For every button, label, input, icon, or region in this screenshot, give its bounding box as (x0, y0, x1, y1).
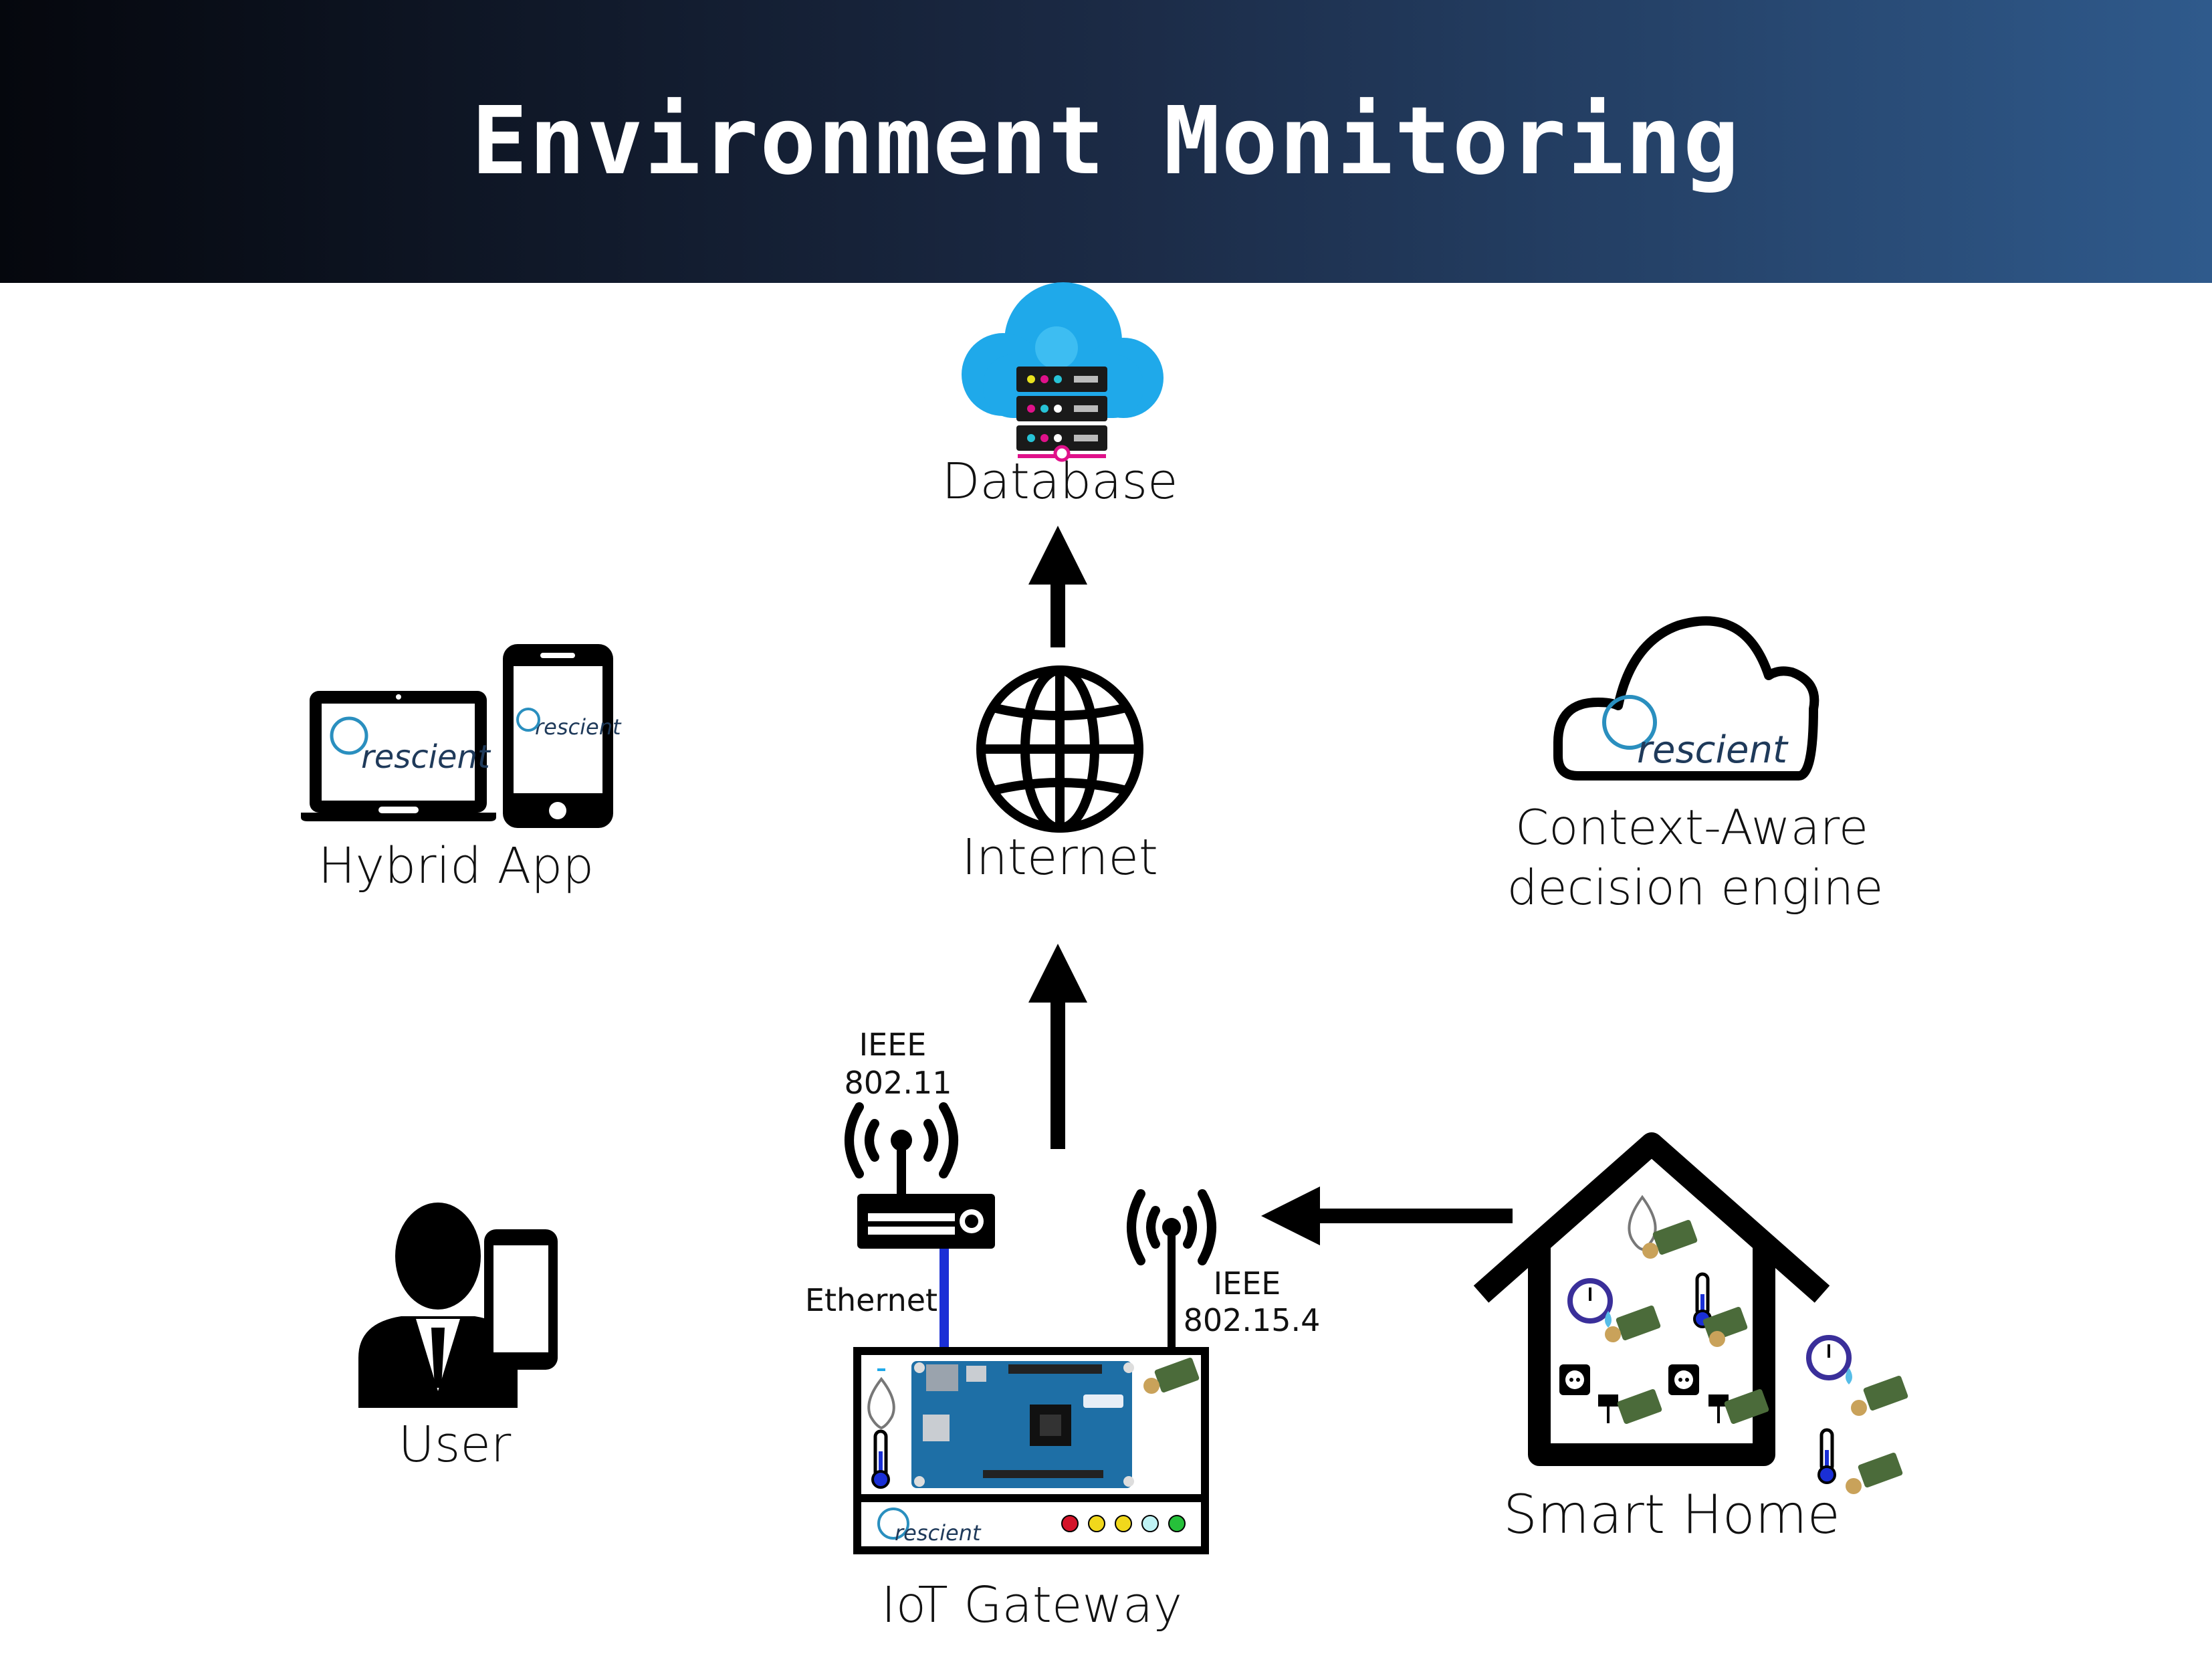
sensor-module-icon (1605, 1305, 1661, 1342)
smart-home-label: Smart Home (1503, 1483, 1840, 1546)
zigbee-antenna-node: IEEE 802.15.4 (1127, 1189, 1321, 1351)
phone-brand-label: rescient (535, 714, 622, 740)
laptop-icon: rescient (301, 691, 496, 821)
laptop-brand-label: rescient (361, 738, 491, 776)
decision-engine-node: rescient Context-Aware decision engine (1507, 616, 1884, 916)
zigbee-signal-icon (1127, 1189, 1216, 1265)
sensor-module-icon (1846, 1452, 1903, 1494)
status-leds (1061, 1515, 1186, 1532)
wifi-signal-icon (845, 1102, 958, 1178)
hybrid-app-node: rescient rescient Hybrid App (301, 644, 622, 895)
smartphone-icon: rescient (503, 644, 622, 828)
router-box-icon (857, 1194, 995, 1249)
brain-logo-icon (877, 1508, 909, 1540)
engine-brand-label: rescient (1637, 728, 1789, 772)
database-label: Database (942, 453, 1178, 510)
decision-engine-label-line1: Context-Aware (1515, 799, 1868, 855)
user-phone-icon (484, 1229, 558, 1370)
gateway-brand-label: rescient (895, 1520, 982, 1546)
brain-logo-icon (516, 708, 540, 732)
cloud-outline-icon (1553, 616, 1819, 781)
thermometer-icon (871, 1429, 890, 1489)
sensor-module-icon (1724, 1388, 1769, 1425)
brain-logo-icon (330, 716, 368, 755)
plug-icon (1708, 1394, 1729, 1423)
power-socket-icon (1559, 1364, 1590, 1395)
wifi-label-line2: 802.11 (845, 1065, 952, 1101)
sensor-module-icon (1143, 1357, 1200, 1394)
decision-engine-label-line2: decision engine (1507, 859, 1884, 916)
plug-icon (1598, 1394, 1618, 1423)
thermometer-icon (1817, 1428, 1836, 1484)
iot-gateway-label: IoT Gateway (881, 1576, 1182, 1634)
bulb-icon (1628, 1195, 1657, 1251)
pressure-gauge-icon (1806, 1335, 1852, 1384)
internet-label: Internet (962, 829, 1158, 886)
sensor-module-icon (1702, 1306, 1748, 1347)
zigbee-label-line1: IEEE (1214, 1265, 1281, 1302)
sensor-module-icon (1851, 1375, 1908, 1416)
router-node: IEEE 802.11 (845, 1027, 995, 1249)
pressure-gauge-icon (1567, 1278, 1613, 1328)
power-socket-icon (1668, 1364, 1699, 1395)
zigbee-label-line2: 802.15.4 (1184, 1302, 1321, 1338)
user-icon (358, 1203, 518, 1408)
sensor-module-icon (1617, 1388, 1662, 1425)
sensor-module-icon (1642, 1219, 1698, 1259)
house-icon (1473, 1132, 1830, 1466)
brain-logo-icon (1602, 695, 1657, 750)
user-node: User (358, 1203, 558, 1473)
iot-gateway-node: rescient IoT Gateway (853, 1347, 1209, 1634)
bulb-icon (867, 1368, 895, 1430)
internet-node: Internet (962, 665, 1158, 886)
wifi-label-line1: IEEE (859, 1027, 927, 1063)
galileo-board-icon (911, 1361, 1134, 1488)
ethernet-label: Ethernet (805, 1282, 937, 1318)
hybrid-app-label: Hybrid App (318, 837, 594, 895)
smart-home-node: Smart Home (1473, 1132, 1908, 1546)
title-banner: Environment Monitoring (0, 0, 2212, 283)
server-rack-icon (1016, 367, 1107, 462)
user-label: User (399, 1416, 512, 1473)
globe-icon (976, 665, 1143, 833)
database-node: Database (942, 282, 1178, 510)
page-title: Environment Monitoring (471, 87, 1741, 196)
